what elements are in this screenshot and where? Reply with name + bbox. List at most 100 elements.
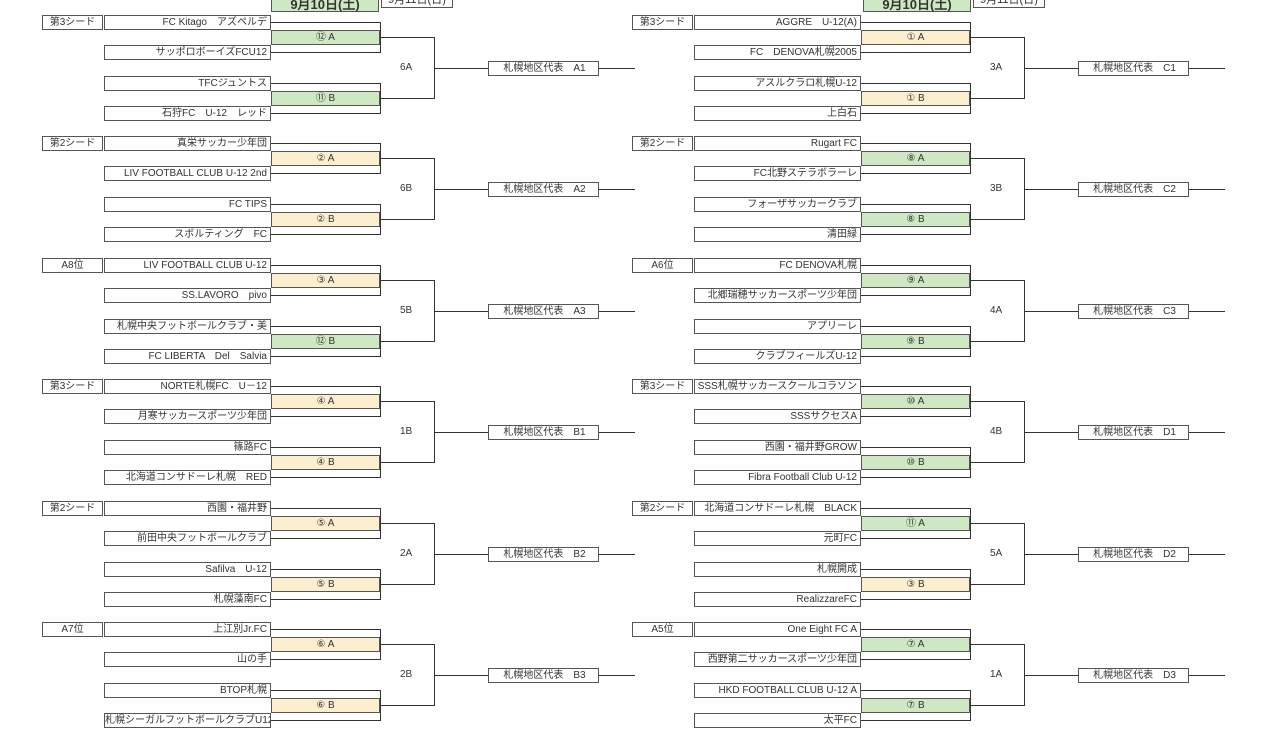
team-to-match-line (861, 629, 970, 630)
final-to-rep-line (434, 311, 488, 312)
right-representative-box: 札幌地区代表 D2 (1078, 547, 1189, 562)
team-to-match-line (271, 22, 380, 23)
team-to-match-line (861, 326, 970, 327)
team-to-match-line (861, 22, 970, 23)
semifinal-line (970, 462, 1024, 463)
left-venue-cell: ⑪ B (271, 91, 380, 106)
right-venue-cell: ⑩ A (861, 394, 970, 409)
right-team-cell: 札幌開成 (694, 562, 861, 577)
rep-tail-line (599, 554, 635, 555)
team-to-match-line (861, 265, 970, 266)
left-seed-tag: 第3シード (42, 15, 103, 30)
left-team-cell: 篠路FC (104, 440, 271, 455)
rep-tail-line (1189, 432, 1225, 433)
team-to-match-line (271, 204, 380, 205)
final-to-rep-line (434, 189, 488, 190)
left-venue-cell: ⑫ A (271, 30, 380, 45)
left-game-label: 6B (400, 183, 413, 194)
team-to-match-line (271, 295, 380, 296)
team-to-match-line (861, 720, 970, 721)
left-next-date-header: 9月11日(日) (381, 0, 453, 8)
right-seed-tag: A5位 (632, 622, 693, 637)
left-team-cell: 前田中央フットボールクラブ (104, 531, 271, 546)
team-to-match-line (271, 326, 380, 327)
rep-tail-line (1189, 311, 1225, 312)
right-team-cell: FC DENOVA札幌 (694, 258, 861, 273)
rep-tail-line (1189, 189, 1225, 190)
semifinal-line (380, 401, 434, 402)
right-game-label: 1A (990, 669, 1003, 680)
team-to-match-line (861, 477, 970, 478)
right-seed-tag: 第2シード (632, 501, 693, 516)
semifinal-line (380, 644, 434, 645)
semifinal-line (970, 523, 1024, 524)
left-game-label: 6A (400, 62, 413, 73)
left-venue-cell: ⑥ B (271, 698, 380, 713)
left-team-cell: LIV FOOTBALL CLUB U-12 (104, 258, 271, 273)
team-to-match-line (861, 416, 970, 417)
right-team-cell: アスルクラロ札幌U-12 (694, 76, 861, 91)
team-to-match-line (861, 83, 970, 84)
left-team-cell: 札幌藻南FC (104, 592, 271, 607)
left-seed-tag: 第3シード (42, 379, 103, 394)
right-representative-box: 札幌地区代表 C2 (1078, 182, 1189, 197)
left-team-cell: BTOP札幌 (104, 683, 271, 698)
semifinal-line (970, 280, 1024, 281)
left-venue-cell: ⑤ A (271, 516, 380, 531)
left-representative-box: 札幌地区代表 B3 (488, 668, 599, 683)
semifinal-line (970, 644, 1024, 645)
left-seed-tag: A7位 (42, 622, 103, 637)
team-to-match-line (271, 659, 380, 660)
right-representative-box: 札幌地区代表 C1 (1078, 61, 1189, 76)
team-to-match-line (271, 508, 380, 509)
team-to-match-line (861, 599, 970, 600)
right-venue-cell: ① B (861, 91, 970, 106)
right-venue-cell: ⑩ B (861, 455, 970, 470)
right-team-cell: One Eight FC A (694, 622, 861, 637)
team-to-match-line (271, 538, 380, 539)
team-to-match-line (861, 295, 970, 296)
left-game-label: 2A (400, 548, 413, 559)
semifinal-line (970, 98, 1024, 99)
left-team-cell: 月寒サッカースポーツ少年団 (104, 409, 271, 424)
left-team-cell: Safilva U-12 (104, 562, 271, 577)
team-to-match-line (861, 447, 970, 448)
left-team-cell: 真栄サッカー少年団 (104, 136, 271, 151)
left-team-cell: FC TIPS (104, 197, 271, 212)
team-to-match-line (861, 143, 970, 144)
left-team-cell: スボルティング FC (104, 227, 271, 242)
team-to-match-line (271, 386, 380, 387)
team-to-match-line (861, 173, 970, 174)
right-date-header: 9月10日(土) (863, 0, 971, 12)
left-venue-cell: ② B (271, 212, 380, 227)
team-to-match-line (271, 83, 380, 84)
team-to-match-line (861, 356, 970, 357)
left-seed-tag: 第2シード (42, 136, 103, 151)
semifinal-line (970, 37, 1024, 38)
left-venue-cell: ④ B (271, 455, 380, 470)
right-representative-box: 札幌地区代表 C3 (1078, 304, 1189, 319)
left-game-label: 1B (400, 426, 413, 437)
right-seed-tag: 第3シード (632, 15, 693, 30)
rep-tail-line (599, 68, 635, 69)
left-team-cell: 札幌中央フットボールクラブ・美 (104, 319, 271, 334)
left-venue-cell: ⑫ B (271, 334, 380, 349)
team-to-match-line (861, 204, 970, 205)
final-to-rep-line (1024, 675, 1078, 676)
team-to-match-line (861, 52, 970, 53)
right-team-cell: FC DENOVA札幌2005 (694, 45, 861, 60)
left-team-cell: NORTE札幌FC U－12 (104, 379, 271, 394)
team-to-match-line (271, 720, 380, 721)
left-team-cell: 北海道コンサドーレ札幌 RED (104, 470, 271, 485)
semifinal-line (380, 219, 434, 220)
right-team-cell: 清田緑 (694, 227, 861, 242)
team-to-match-line (271, 173, 380, 174)
team-to-match-line (271, 113, 380, 114)
left-team-cell: SS.LAVORO pivo (104, 288, 271, 303)
right-team-cell: 西園・福井野GROW (694, 440, 861, 455)
semifinal-line (970, 219, 1024, 220)
left-venue-cell: ④ A (271, 394, 380, 409)
left-venue-cell: ③ A (271, 273, 380, 288)
team-to-match-line (271, 629, 380, 630)
left-team-cell: 西園・福井野 (104, 501, 271, 516)
